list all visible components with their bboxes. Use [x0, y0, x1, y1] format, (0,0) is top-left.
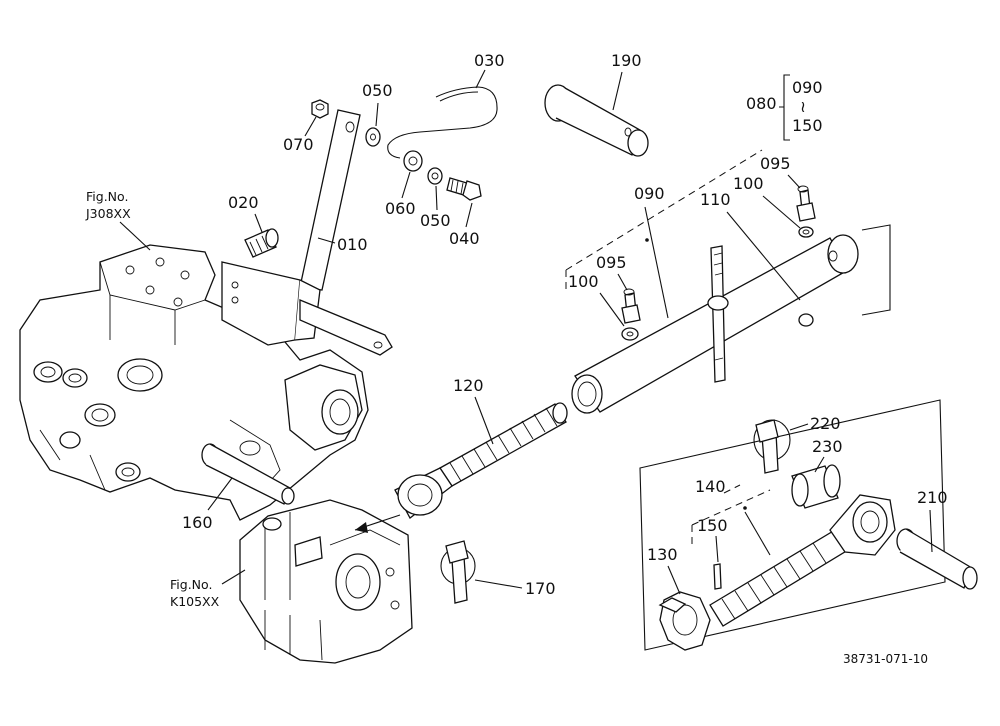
part-210-pin: 210 — [896, 488, 978, 590]
part-050-washer-a: 050 — [362, 81, 393, 147]
part-090-toplink-body: 090 — [565, 149, 891, 414]
lower-bracket — [239, 499, 413, 664]
part-020-bolt: 020 — [228, 193, 279, 258]
part-050-washer-b: 050 — [420, 167, 451, 230]
part-120-threaded-end: 120 — [394, 376, 568, 519]
callout-label: 060 — [385, 199, 416, 218]
callout-label: 100 — [733, 174, 764, 193]
part-010-lever: 010 — [221, 109, 393, 356]
callout-label: J308XX — [85, 206, 131, 221]
callout-label: 040 — [449, 229, 480, 248]
callout-label: 080 — [746, 94, 777, 113]
callout-label: 190 — [611, 51, 642, 70]
callout-label: ≀ — [800, 97, 806, 116]
right-assembly-frame — [639, 399, 946, 651]
callout-label: 050 — [362, 81, 393, 100]
part-170-lynch-pin: 170 — [440, 540, 556, 604]
part-095-grease-nipple-b: 095 — [596, 253, 641, 324]
part-150-spring-pin: 150 — [697, 516, 728, 590]
part-100-washer-b: 100 — [568, 272, 639, 341]
part-040-bolt: 040 — [446, 177, 482, 248]
part-110-plug: 110 — [700, 190, 801, 301]
housing-casting — [19, 244, 369, 521]
figure-ref-j308: Fig.No. J308XX — [85, 189, 151, 251]
part-100-washer-a: 100 — [733, 174, 814, 238]
callout-label: 160 — [182, 513, 213, 532]
callout-label: 150 — [792, 116, 823, 135]
callout-label: 170 — [525, 579, 556, 598]
callout-label: 070 — [283, 135, 314, 154]
callout-label: 030 — [474, 51, 505, 70]
callout-label: 010 — [337, 235, 368, 254]
callout-label: K105XX — [170, 594, 220, 609]
part-070-nut: 070 — [283, 99, 329, 154]
part-030-spring: 030 — [387, 51, 505, 159]
callout-label: 120 — [453, 376, 484, 395]
callout-label: 100 — [568, 272, 599, 291]
part-160-pin: 160 — [182, 443, 295, 532]
callout-label: 140 — [695, 477, 726, 496]
callout-label: 095 — [596, 253, 627, 272]
callout-label: Fig.No. — [86, 189, 128, 204]
callout-label: 050 — [420, 211, 451, 230]
callout-label: 230 — [812, 437, 843, 456]
part-190-pin: 190 — [544, 51, 649, 157]
part-095-grease-nipple-a: 095 — [760, 154, 816, 222]
part-220-lynch-pin: 220 — [753, 414, 841, 474]
figure-ref-k105: Fig.No. K105XX — [170, 569, 246, 609]
callout-label: 110 — [700, 190, 731, 209]
callout-label: 090 — [792, 78, 823, 97]
callout-label: 020 — [228, 193, 259, 212]
part-230-sleeve: 230 — [791, 437, 843, 509]
callout-label: 220 — [810, 414, 841, 433]
callout-label: 150 — [697, 516, 728, 535]
callout-label: 090 — [634, 184, 665, 203]
part-060-washer: 060 — [385, 150, 423, 218]
callout-label: 095 — [760, 154, 791, 173]
part-140-turnbuckle-end: 140 — [691, 477, 896, 627]
callout-label: 210 — [917, 488, 948, 507]
part-130-locknut: 130 — [647, 545, 711, 651]
part-080-group: 080 090 ≀ 150 — [746, 74, 823, 141]
callout-label: Fig.No. — [170, 577, 212, 592]
drawing-number: 38731-071-10 — [843, 652, 928, 666]
callout-label: 130 — [647, 545, 678, 564]
